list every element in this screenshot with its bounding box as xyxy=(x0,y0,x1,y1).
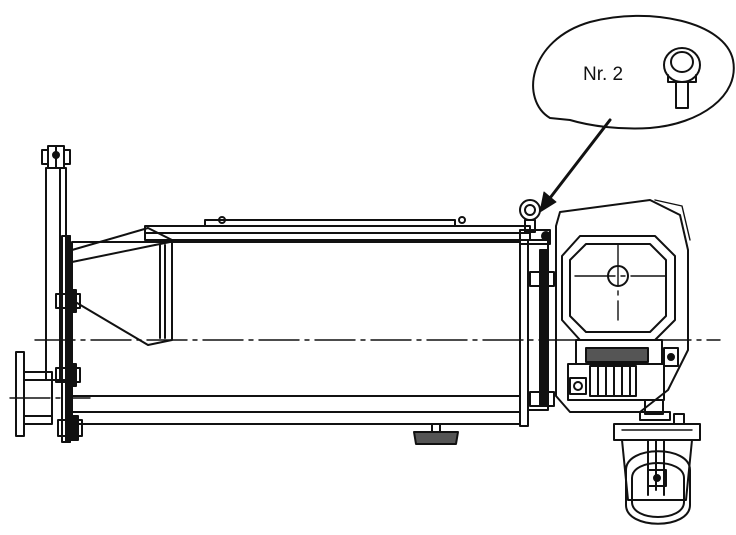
outlet-pipe xyxy=(15,351,53,437)
bottom-knob xyxy=(413,423,459,445)
eye-bolt-icon xyxy=(663,47,701,109)
callout-label: Nr. 2 xyxy=(583,64,623,85)
leader-arrow xyxy=(539,118,612,213)
callout-bubble: Nr. 2 xyxy=(532,14,735,130)
transition-cone xyxy=(71,227,173,346)
body-eye-bolt xyxy=(519,199,551,245)
flange-plate xyxy=(41,145,83,443)
motor-assembly xyxy=(527,199,691,413)
callout-ellipse xyxy=(532,14,735,130)
caster-wheel xyxy=(613,399,701,525)
